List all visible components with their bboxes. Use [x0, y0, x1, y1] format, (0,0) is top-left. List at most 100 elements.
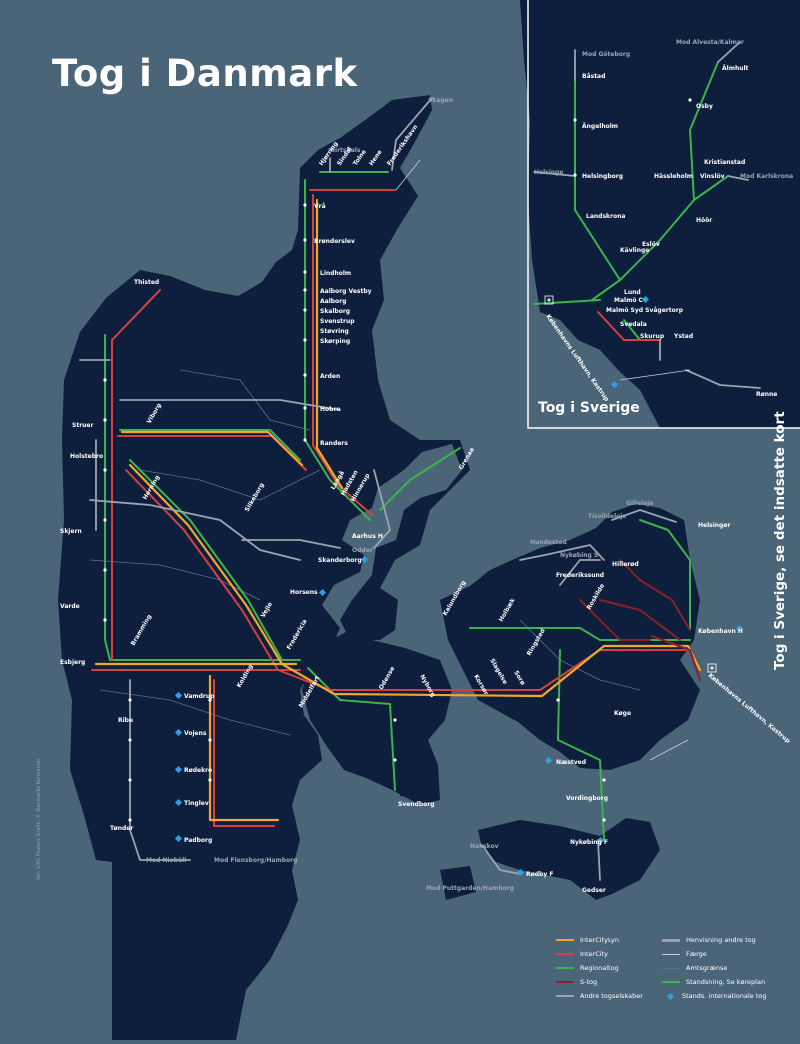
diamond-icon	[666, 992, 675, 1000]
legend-faerge: Færge	[662, 949, 707, 959]
legend-andre: Andre togselskaber	[556, 991, 643, 1001]
legend-label: Stands. internationale tog	[682, 992, 767, 1000]
label-svedala: Svedala	[620, 321, 647, 328]
label-almhult: Älmhult	[722, 65, 749, 72]
label-bronderslev: Brønderslev	[314, 238, 355, 245]
label-hillerod: Hillerød	[612, 561, 639, 568]
label-gilleleje: Gilleleje	[626, 500, 653, 507]
land-jutland	[58, 95, 470, 1040]
label-tonder: Tønder	[110, 825, 133, 832]
label-thisted: Thisted	[134, 279, 159, 286]
land-zealand	[440, 504, 700, 770]
label-bastad: Båstad	[582, 73, 605, 80]
inset-frame	[527, 0, 800, 429]
legend-intercity: InterCity	[556, 949, 608, 959]
land-lolland-falster	[478, 818, 660, 900]
label-lindholm: Lindholm	[320, 270, 351, 277]
label-naestved: Næstved	[556, 759, 586, 766]
legend-label: Standsning, Se køreplan	[686, 978, 766, 986]
map-title: Tog i Danmark	[52, 52, 358, 95]
label-malmo-syd: Malmö Syd Svågertorp	[606, 307, 684, 314]
intercitylyn-lines	[94, 198, 702, 822]
label-koge: Køge	[614, 710, 631, 717]
legend-swatch	[556, 981, 574, 983]
label-helsinge: Helsinge	[534, 169, 563, 176]
label-osby: Osby	[696, 103, 713, 110]
legend-internationale: Stands. internationale tog	[662, 991, 767, 1001]
label-mod-alvesta: Mod Alvesta/Kalmar	[676, 39, 744, 46]
label-mod-goteborg: Mod Göteborg	[582, 51, 630, 58]
label-rodby-f: Rødby F	[526, 871, 553, 878]
label-vra: Vrå	[314, 203, 326, 210]
legend-label: InterCity	[580, 950, 608, 958]
label-ronne: Rønne	[756, 391, 777, 398]
label-skalborg: Skalborg	[320, 308, 350, 315]
side-title: Tog i Sverige, se det indsatte kort	[772, 411, 788, 670]
label-skagen: Skagen	[428, 97, 453, 104]
legend-intercitylyn: InterCityLyn	[556, 935, 619, 945]
legend-stog: S-tog	[556, 977, 597, 987]
label-vinslov: Vinslöv	[700, 173, 725, 180]
label-esbjerg: Esbjerg	[60, 659, 85, 666]
legend-swatch	[556, 953, 574, 955]
label-helsingborg: Helsingborg	[582, 173, 623, 180]
label-aarhus: Aarhus H	[352, 533, 383, 540]
label-arden: Arden	[320, 373, 340, 380]
other-lines	[79, 41, 761, 881]
credits: Ver. 1/05 Posters Grafik: © Danmarks Kor…	[36, 758, 42, 880]
label-mod-flensborg: Mod Flensborg/Hamborg	[214, 857, 297, 864]
label-storving: Støvring	[320, 328, 349, 335]
label-hoor: Höör	[696, 217, 712, 224]
legend-swatch	[662, 981, 680, 983]
label-skjern: Skjern	[60, 528, 82, 535]
label-tisvildeleje: Tisvildeleje	[588, 513, 626, 520]
legend-label: InterCityLyn	[580, 936, 619, 944]
ferry-routes	[395, 159, 691, 761]
land-bornholm	[740, 368, 786, 410]
stog-lines	[579, 559, 701, 681]
label-nakskov: Nakskov	[470, 843, 499, 850]
label-mod-puttgarden: Mod Puttgarden/Hamborg	[426, 885, 514, 892]
label-kristianstad: Kristianstad	[704, 159, 745, 166]
legend-label: S-tog	[580, 978, 598, 986]
label-eslov: Eslöv	[642, 241, 660, 248]
label-hundested: Hundested	[530, 539, 567, 546]
label-tinglev: Tinglev	[184, 800, 209, 807]
label-malmo: Malmö C	[614, 297, 644, 304]
label-hassleholm: Hässleholm	[654, 173, 693, 180]
label-svenstrup: Svenstrup	[320, 318, 355, 325]
label-svendborg: Svendborg	[398, 801, 435, 808]
legend-regionaltog: Regionaltog	[556, 963, 619, 973]
label-mod-niebull: Mod Niebüll	[146, 857, 186, 864]
international-stops	[174, 295, 744, 877]
label-rodekro: Rødekro	[184, 767, 212, 774]
label-kobenhavn: København H	[698, 628, 743, 635]
label-holstebro: Holstebro	[70, 453, 103, 460]
label-lund: Lund	[624, 289, 641, 296]
legend-swatch	[662, 967, 680, 969]
label-padborg: Padborg	[184, 837, 212, 844]
station-stops	[103, 98, 692, 822]
label-randers: Randers	[320, 440, 348, 447]
label-ystad: Ystad	[673, 333, 693, 340]
land-fyn	[302, 632, 452, 805]
legend-label: Henvisning andre tog	[686, 936, 756, 944]
label-gedser: Gedser	[582, 887, 606, 894]
label-vamdrup: Vamdrup	[184, 693, 215, 700]
arrow-icon	[662, 938, 680, 942]
legend-swatch	[556, 967, 574, 969]
label-kavlinge: Kävlinge	[620, 247, 649, 254]
legend-amtsgranse: Amtsgrænse	[662, 963, 727, 973]
label-frederikssund: Frederikssund	[556, 572, 604, 579]
legend-label: Færge	[686, 950, 707, 958]
airport-icons	[544, 295, 717, 673]
label-aalborg-vestby: Aalborg Vestby	[320, 288, 372, 295]
label-hobro: Hobro	[320, 406, 341, 413]
label-skorping: Skørping	[320, 338, 350, 345]
label-skurup: Skurup	[640, 333, 665, 340]
label-skanderborg: Skanderborg	[318, 557, 362, 564]
label-hirtshals: Hirtshals	[330, 147, 361, 154]
label-vordingborg: Vordingborg	[566, 795, 608, 802]
legend-standsning: Standsning, Se køreplan	[662, 977, 765, 987]
